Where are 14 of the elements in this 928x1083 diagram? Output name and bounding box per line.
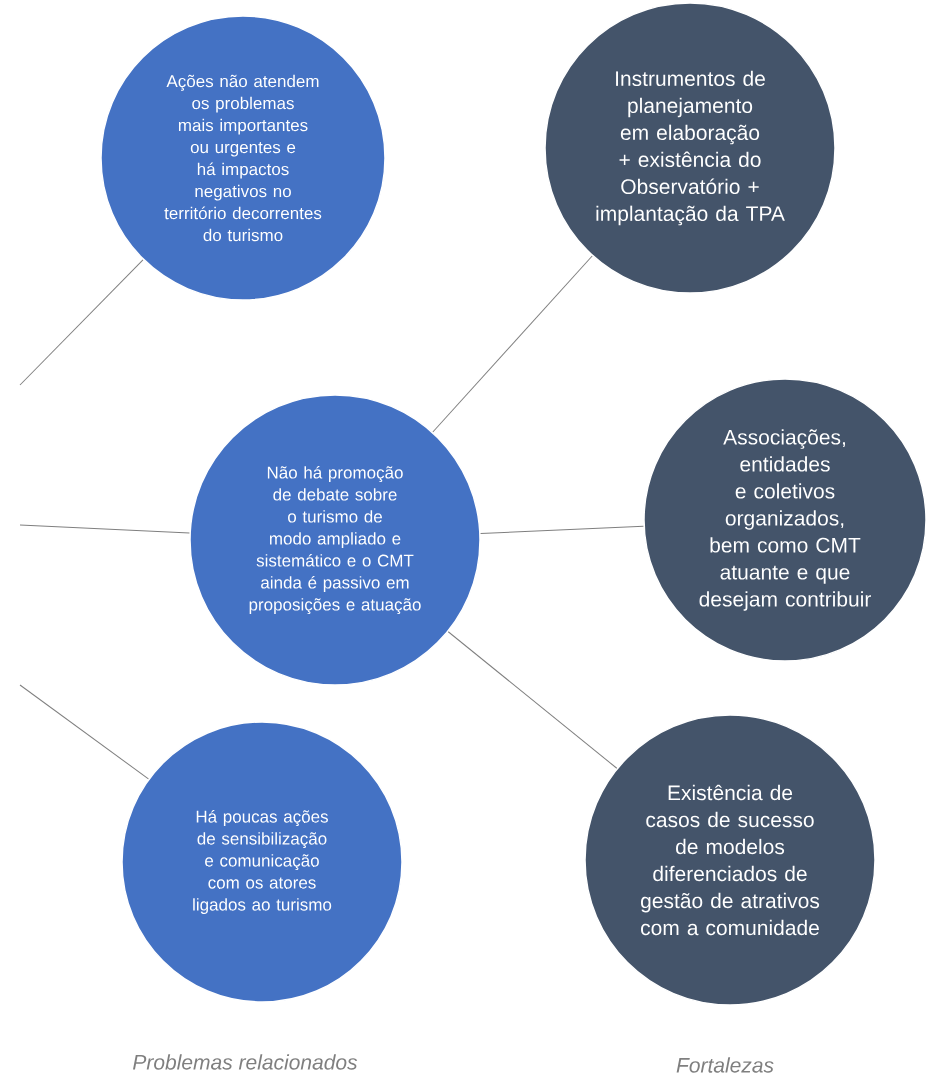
circle-node: Associações, entidades e coletivos organizados, bem como CMT atuante e que desejam contribuir (643, 378, 927, 662)
column-heading: Fortalezas (676, 1057, 774, 1073)
connector-line (19, 259, 144, 386)
circle-node: Não há promoção de debate sobre o turismo de modo ampliado e sistemático e o CMT ainda é passivo em proposições e atuação (189, 394, 481, 686)
circle-node: Instrumentos de planejamento em elaboração + existência do Observatório + implantação da TPA (544, 2, 836, 294)
connector-line (432, 255, 593, 433)
circle-node: Existência de casos de sucesso de modelos diferenciados de gestão de atrativos com a comunidade (584, 714, 876, 1006)
connector-line (447, 631, 618, 769)
column-heading: Problemas relacionados (133, 1054, 358, 1070)
connector-line (480, 525, 644, 534)
connector-line (19, 684, 149, 780)
connector-line (19, 524, 190, 534)
circle-node: Há poucas ações de sensibilização e comunicação com os atores ligados ao turismo (121, 721, 403, 1003)
circle-node: Ações não atendem os problemas mais importantes ou urgentes e há impactos negativos no território decorrentes do turismo (100, 15, 386, 301)
